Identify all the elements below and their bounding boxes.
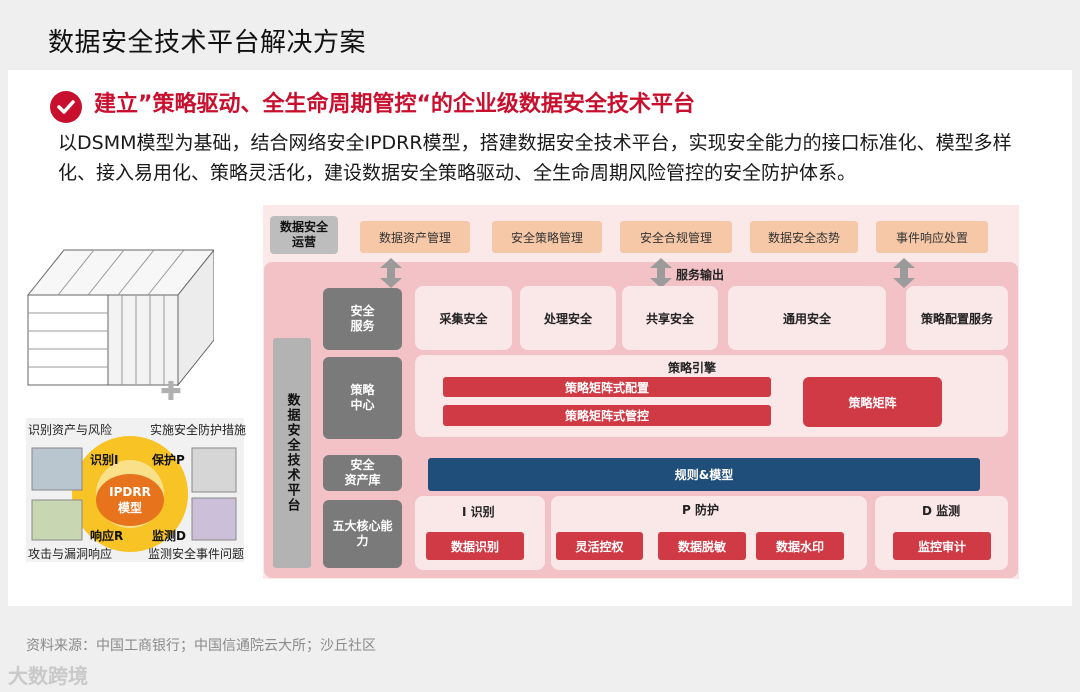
top-item: 安全合规管理 [620,221,732,253]
ipdrr-protect: 保护P [152,453,185,467]
service-output-label: 服务输出 [676,268,725,282]
top-item: 数据安全态势 [750,221,858,253]
ops-label: 数据安全 运营 [270,216,338,254]
group-title: I 识别 [462,505,495,519]
top-item: 安全策略管理 [492,221,602,253]
rules-model-bar: 规则&模型 [428,458,980,491]
top-item: 数据资产管理 [360,221,470,253]
page-title: 数据安全技术平台解决方案 [48,28,367,58]
service-item: 采集安全 [415,286,512,350]
dsmm-cube-illustration [24,240,216,390]
group-title: P 防护 [682,503,719,517]
ipdrr-corner-br: 监测安全事件问题 [148,547,245,561]
ipdrr-corner-tr: 实施安全防护措施 [150,423,247,437]
row-label-core: 五大核心能 力 [323,500,402,568]
ipdrr-core: IPDRR 模型 [96,474,164,526]
row-label-strategy: 策略 中心 [323,357,402,439]
double-arrow-icon [380,258,402,288]
service-item: 通用安全 [728,286,886,350]
double-arrow-icon [893,258,915,288]
capability-item: 灵活控权 [556,532,643,560]
ipdrr-corner-bl: 攻击与漏洞响应 [28,547,113,561]
ipdrr-corner-tl: 识别资产与风险 [28,423,113,437]
plus-icon: ✚ [160,377,182,407]
service-item: 策略配置服务 [906,286,1008,350]
service-item: 处理安全 [520,286,616,350]
platform-label: 数据安全技术平台 [273,338,311,568]
row-label-service: 安全 服务 [323,288,402,350]
capability-item: 数据脱敏 [658,532,746,560]
ipdrr-identify: 识别I [90,453,119,467]
description: 以DSMM模型为基础，结合网络安全IPDRR模型，搭建数据安全技术平台，实现安全… [58,132,1012,184]
strategy-engine-label: 策略引擎 [668,361,717,375]
capability-item: 数据水印 [756,532,844,560]
double-arrow-icon [650,258,672,288]
watermark: 大数跨境 [8,664,88,688]
strategy-matrix: 策略矩阵 [803,377,942,427]
group-title: D 监测 [922,504,961,518]
ipdrr-detect: 监测D [152,529,186,543]
service-item: 共享安全 [622,286,718,350]
capability-item: 监控审计 [893,532,991,560]
checkmark-icon [50,91,82,123]
top-item: 事件响应处置 [876,221,988,253]
strategy-item: 策略矩阵式配置 [443,377,771,397]
strategy-item: 策略矩阵式管控 [443,405,771,426]
row-label-library: 安全 资产库 [323,455,402,491]
ipdrr-respond: 响应R [90,529,124,543]
source-note: 资料来源：中国工商银行；中国信通院云大所；沙丘社区 [26,638,376,654]
capability-item: 数据识别 [426,532,524,560]
headline: 建立”策略驱动、全生命周期管控“的企业级数据安全技术平台 [94,92,695,117]
